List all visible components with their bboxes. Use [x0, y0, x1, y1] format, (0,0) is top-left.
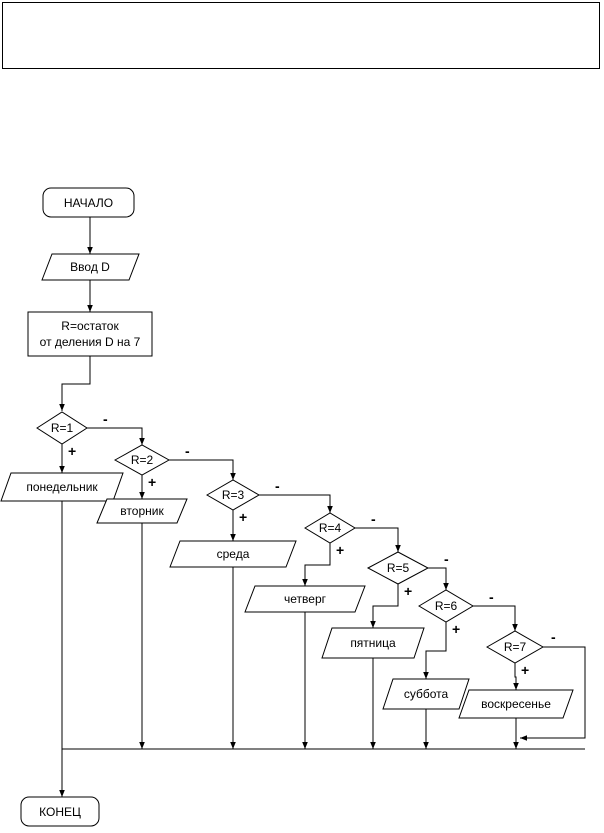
output-label: пятница	[350, 636, 396, 650]
yes-sign: +	[336, 542, 344, 558]
no-sign: -	[489, 589, 494, 605]
decision-label: R=4	[319, 521, 342, 535]
yes-arrow	[513, 663, 519, 690]
no-sign: -	[185, 443, 190, 459]
start-terminal	[42, 187, 135, 218]
end-label: КОНЕЦ	[39, 805, 81, 819]
decision-label: R=3	[222, 488, 245, 502]
output-shape	[458, 689, 574, 719]
yes-sign: +	[68, 443, 76, 459]
output-shape	[244, 585, 366, 613]
no-arrow	[520, 646, 586, 741]
decision-label: R=7	[504, 640, 527, 654]
output-shape	[0, 472, 124, 502]
no-arrow	[355, 527, 401, 552]
arrow-process-decision	[59, 356, 91, 411]
decision-label: R=1	[51, 421, 74, 435]
output-label: суббота	[404, 687, 449, 701]
input-shape	[41, 253, 140, 281]
yes-arrow	[302, 543, 331, 586]
decision-label: R=2	[131, 453, 154, 467]
output-shape	[321, 627, 425, 659]
no-sign: -	[103, 411, 108, 427]
no-sign: -	[275, 478, 280, 494]
no-arrow	[428, 567, 449, 590]
header-box	[2, 2, 600, 69]
decisions: R=1R=2R=3R=4R=5R=6R=7	[36, 411, 545, 664]
input-label: Ввод D	[70, 260, 110, 274]
start-label: НАЧАЛО	[64, 196, 113, 210]
output-shape	[96, 498, 188, 524]
output-label: понедельник	[26, 480, 98, 494]
output-label: вторник	[120, 504, 164, 518]
yes-sign: +	[404, 583, 412, 599]
output-label: четверг	[284, 592, 327, 606]
no-arrow	[87, 427, 145, 445]
outputs: понедельник вторник среда четверг пятница суб…	[0, 472, 574, 719]
yes-sign: +	[521, 662, 529, 678]
process-box	[27, 311, 153, 357]
yes-sign: +	[452, 621, 460, 637]
no-sign: -	[551, 629, 556, 645]
output-label: воскресенье	[481, 697, 551, 711]
yes-sign: +	[239, 509, 247, 525]
process-line-1: R=остаток	[61, 319, 119, 333]
yes-arrow	[423, 622, 447, 679]
yes-sign: +	[148, 474, 156, 490]
process-line-2: от деления D на 7	[40, 335, 141, 349]
no-sign: -	[371, 511, 376, 527]
end-terminal	[20, 796, 100, 827]
no-arrow	[259, 494, 333, 513]
output-shape	[169, 540, 297, 568]
connectors: + - + - + - + - + - + - + -	[59, 411, 586, 749]
no-arrow	[473, 605, 518, 631]
no-arrow	[169, 459, 236, 480]
no-sign: -	[444, 551, 449, 567]
output-shape	[382, 678, 470, 710]
decision-label: R=5	[387, 561, 410, 575]
output-label: среда	[217, 547, 250, 561]
decision-label: R=6	[435, 599, 458, 613]
yes-arrow	[370, 584, 399, 628]
